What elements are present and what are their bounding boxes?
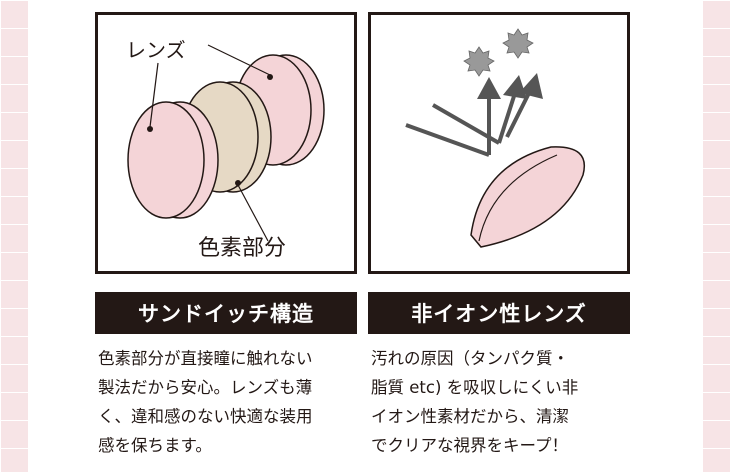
- non-ionic-lens-description: 汚れの原因（タンパク質・ 脂質 etc) を吸収しにくい非 イオン性素材だから、…: [371, 344, 633, 460]
- decorative-grid-left: [0, 0, 28, 472]
- pigment-leader-line: [237, 184, 269, 242]
- particle-icon: [463, 46, 495, 77]
- description-line: く、違和感のない快適な装用: [98, 407, 313, 426]
- description-line: 製法だから安心。レンズも薄: [98, 378, 313, 397]
- description-line: 感を保ちます。: [98, 436, 212, 455]
- sandwich-structure-description: 色素部分が直接瞳に触れない 製法だから安心。レンズも薄 く、違和感のない快適な装…: [98, 344, 360, 460]
- description-line: 色素部分が直接瞳に触れない: [98, 349, 313, 368]
- decorative-grid-right: [702, 0, 730, 472]
- description-line: イオン性素材だから、清潔: [371, 407, 569, 426]
- particle-icon: [502, 28, 534, 59]
- description-line: 脂質 etc) を吸収しにくい非: [371, 378, 579, 397]
- non-ionic-lens-title: 非イオン性レンズ: [368, 292, 630, 334]
- arrow-up-icon: [519, 73, 543, 99]
- lens: [470, 146, 585, 248]
- non-ionic-lens-illustration: [368, 12, 630, 274]
- non-ionic-diagram: [405, 28, 585, 248]
- pigment-label: 色素部分: [198, 236, 286, 261]
- arrow-up-icon: [503, 75, 527, 99]
- sandwich-structure-title: サンドイッチ構造: [95, 292, 357, 334]
- front-lens: [127, 101, 205, 219]
- arrow-up-icon: [477, 77, 501, 99]
- description-line: 汚れの原因（タンパク質・: [371, 349, 569, 368]
- lens-label: レンズ: [126, 38, 186, 62]
- sandwich-diagram: レンズ 色素部分: [126, 38, 325, 261]
- sandwich-structure-illustration: レンズ 色素部分: [95, 12, 357, 274]
- description-line: でクリアな視界をキープ！: [371, 436, 569, 455]
- lens-leader-line: [207, 44, 271, 76]
